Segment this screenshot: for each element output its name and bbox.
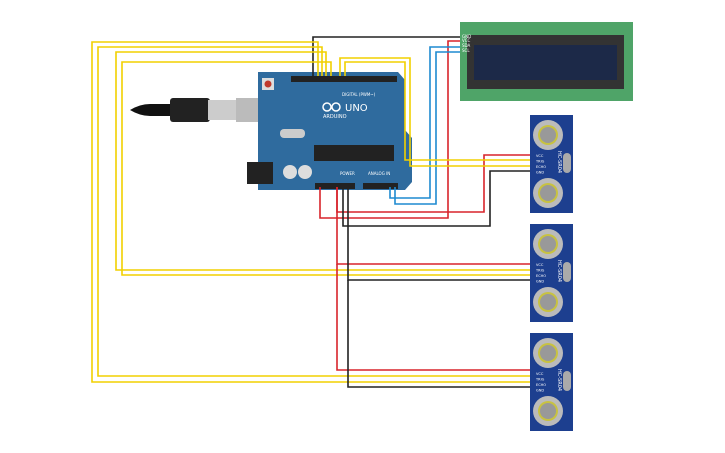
sensor-pin-label: VCC <box>536 263 544 267</box>
sensor-model: HC-SR04 <box>556 260 562 282</box>
arduino-logo <box>322 102 341 112</box>
lcd-screen <box>474 45 617 80</box>
sensor-pin-label: VCC <box>536 372 544 376</box>
arduino-model: UNO <box>345 103 368 114</box>
wires <box>91 36 530 388</box>
power-header <box>315 183 355 189</box>
analog-header <box>363 183 398 189</box>
lcd-pin-sda: SDA <box>462 43 471 48</box>
lcd-pin-vcc: VCC <box>462 38 471 43</box>
lcd-pin-gnd: GND <box>462 34 471 39</box>
sensor-pin-label: ECHO <box>536 165 546 169</box>
arduino-brand: ARDUINO <box>323 114 347 120</box>
wire-lcd-scl <box>394 51 460 205</box>
power-jack <box>247 162 273 184</box>
sensor-pin-label: TRIG <box>535 269 545 273</box>
arduino-uno-board[interactable]: ARDUINO UNO DIGITAL (PWM~) POWER ANALOG … <box>247 72 412 190</box>
sensor-model: HC-SR04 <box>556 151 562 173</box>
wire-lcd-sda <box>389 46 460 199</box>
sensor-pin-label: GND <box>536 389 544 393</box>
analog-label: ANALOG IN <box>368 171 390 176</box>
wire-lcd-gnd <box>312 36 460 76</box>
digital-label: DIGITAL (PWM~) <box>342 92 376 97</box>
sensor-pin-label: TRIG <box>535 160 545 164</box>
sensor-pin-label: GND <box>536 280 544 284</box>
lcd-i2c-module[interactable]: GND VCC SDA SCL <box>460 22 633 101</box>
atmega-chip <box>314 145 394 161</box>
sensor-pin-label: GND <box>536 171 544 175</box>
lcd-pin-scl: SCL <box>462 48 470 53</box>
sensor-pin-label: TRIG <box>535 378 545 382</box>
sensor-pin-label: VCC <box>536 154 544 158</box>
digital-header <box>291 76 397 82</box>
sensor-pin-label: ECHO <box>536 383 546 387</box>
sensor-model: HC-SR04 <box>556 369 562 391</box>
power-label: POWER <box>340 171 355 176</box>
usb-cable[interactable] <box>130 98 258 122</box>
wire-lcd-vcc <box>319 40 460 219</box>
sensor-pin-label: ECHO <box>536 274 546 278</box>
